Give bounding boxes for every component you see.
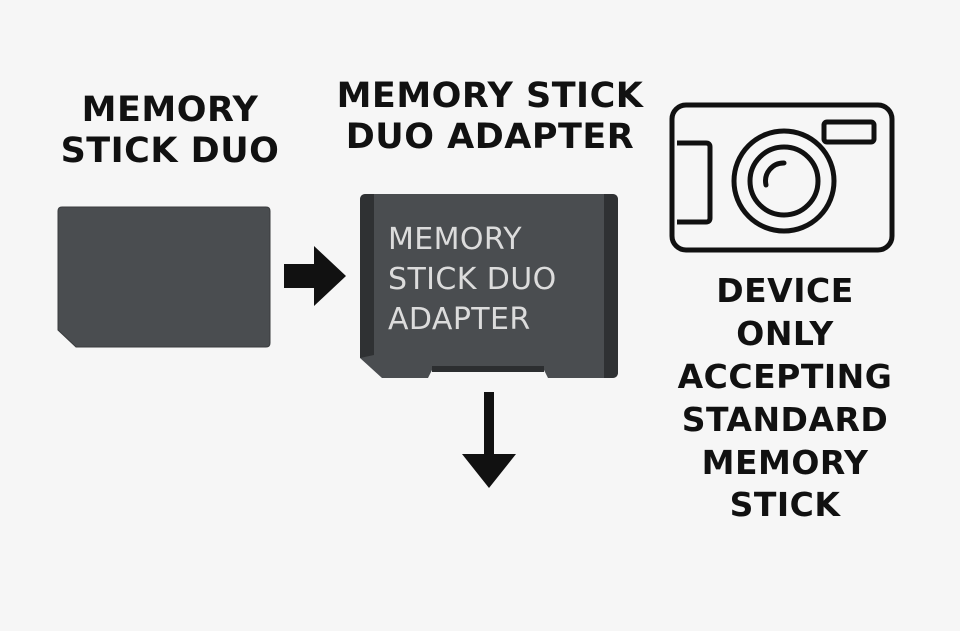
device-label: DEVICE ONLY ACCEPTING STANDARD MEMORY ST…	[677, 271, 893, 525]
memory-stick-duo-label: MEMORY STICK DUO	[60, 90, 280, 172]
arrow-down-icon	[462, 392, 516, 488]
adapter-card	[360, 194, 618, 378]
memory-stick-duo-card	[57, 206, 271, 348]
adapter-card-text: MEMORY STICK DUO ADAPTER	[388, 222, 557, 338]
camera-icon	[669, 102, 895, 253]
arrow-right-icon	[284, 246, 346, 306]
adapter-title-label: MEMORY STICK DUO ADAPTER	[336, 76, 644, 158]
